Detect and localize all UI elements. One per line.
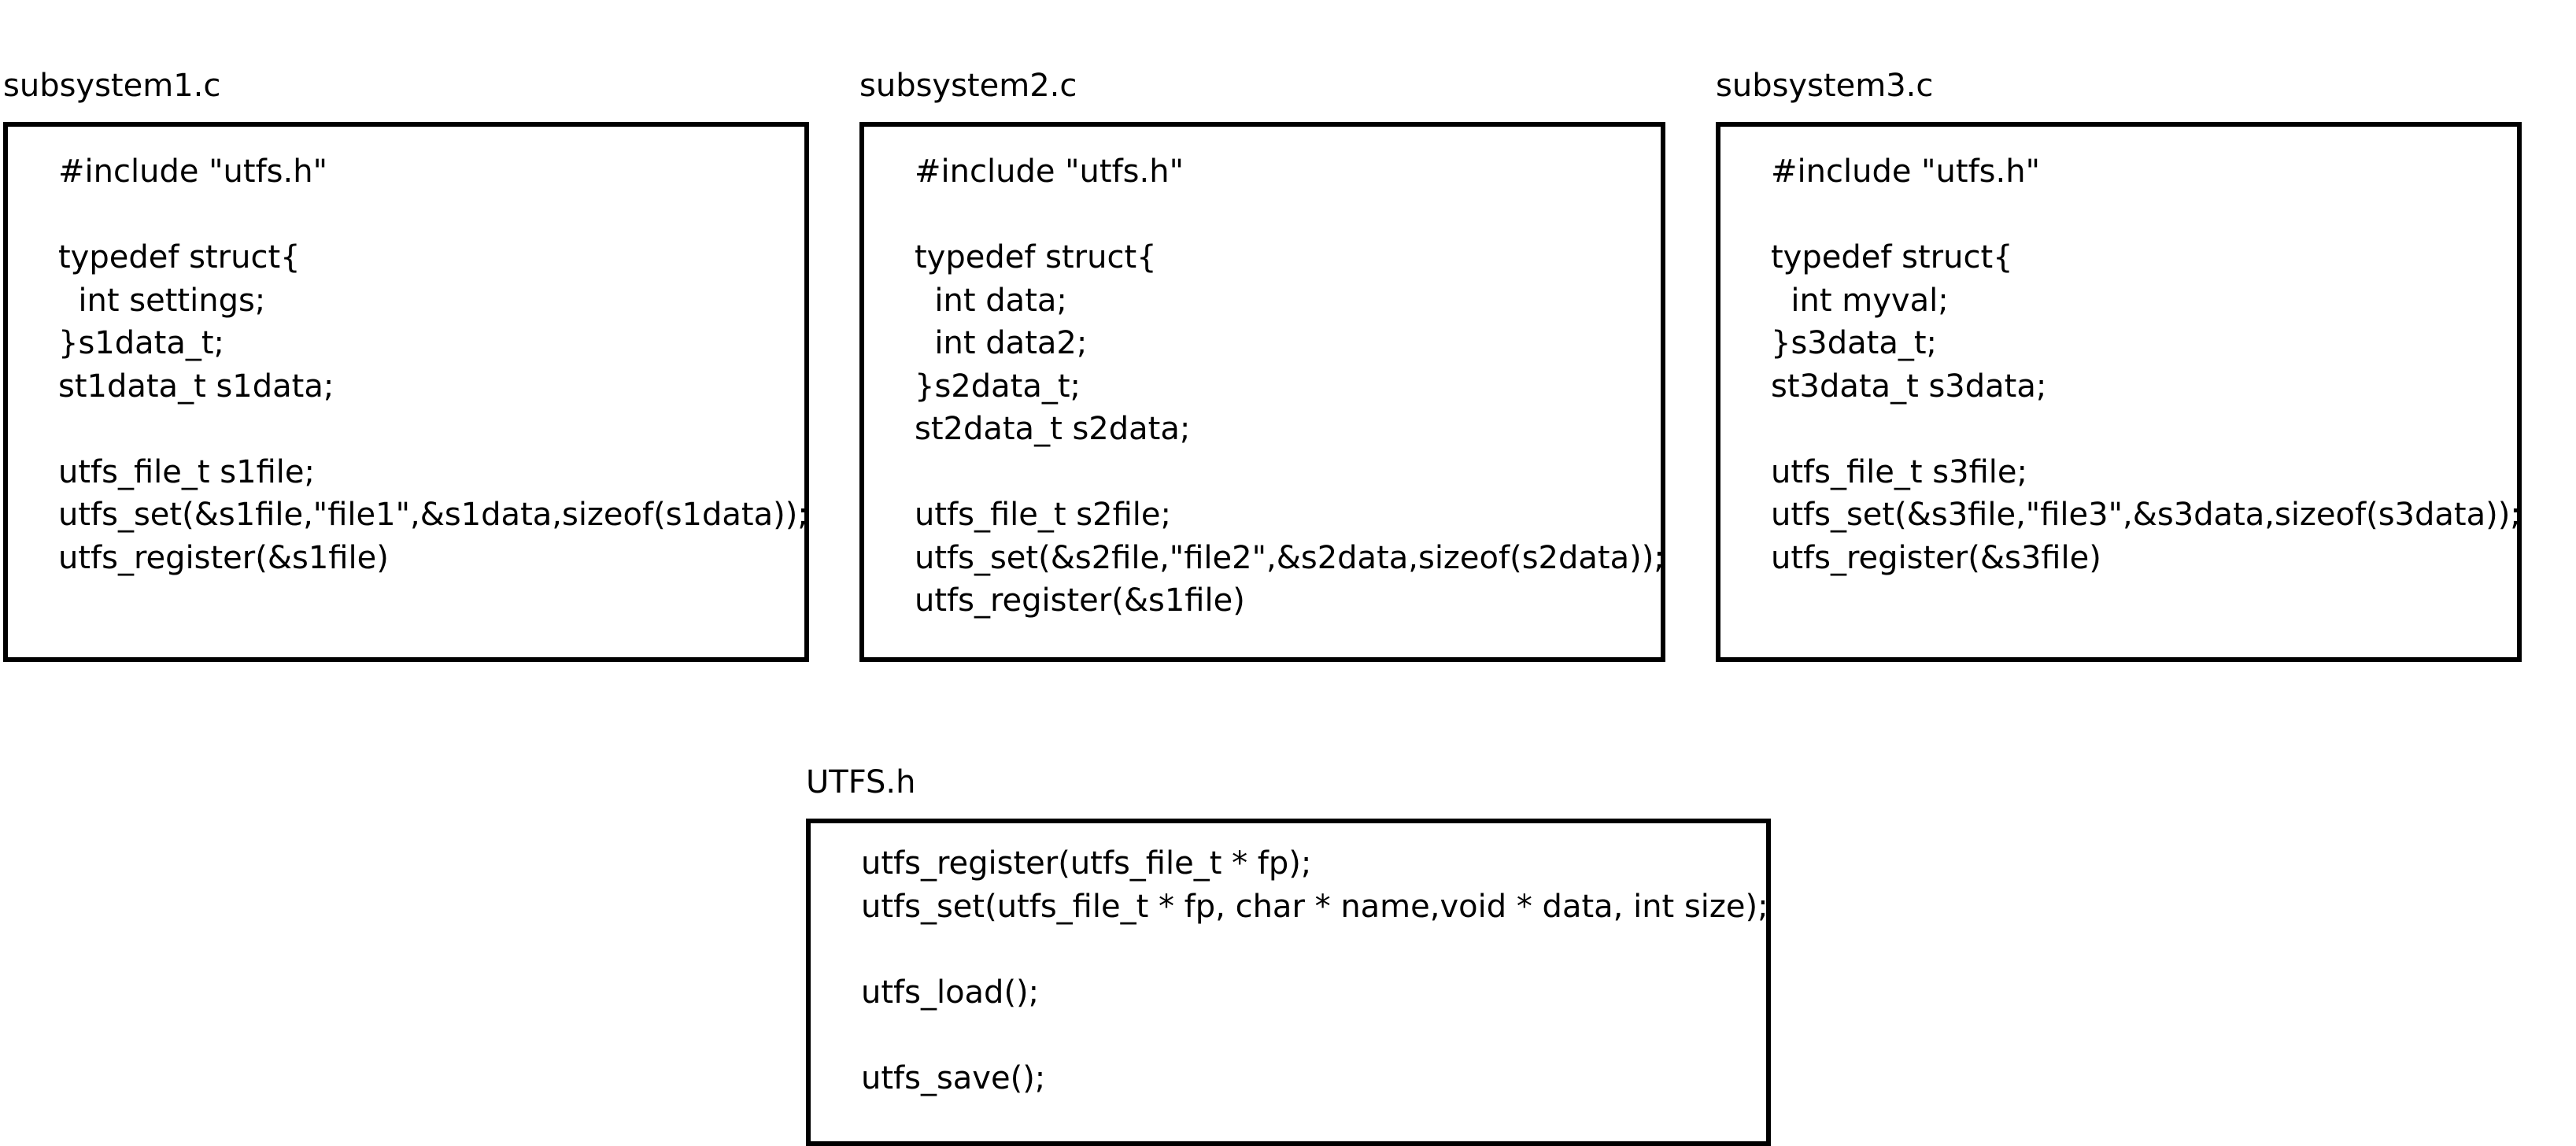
- subsystem2-code: #include "utfs.h" typedef struct{ int dat…: [915, 150, 1665, 623]
- code-line: int settings;: [58, 282, 266, 319]
- code-line: utfs_register(&s1file): [915, 582, 1245, 619]
- utfs-header-code-box: utfs_register(utfs_file_t * fp); utfs_set…: [806, 819, 1771, 1146]
- code-line: utfs_set(&s3file,"file3",&s3data,sizeof(…: [1771, 497, 2521, 533]
- code-line: utfs_load();: [861, 974, 1040, 1011]
- subsystem3-code: #include "utfs.h" typedef struct{ int myv…: [1771, 150, 2521, 579]
- code-line: }s3data_t;: [1771, 325, 1937, 361]
- subsystem2-title: subsystem2.c: [859, 68, 1077, 104]
- code-line: #include "utfs.h": [1771, 153, 2040, 190]
- code-line: utfs_save();: [861, 1059, 1046, 1096]
- code-line: utfs_set(utfs_file_t * fp, char * name,v…: [861, 888, 1768, 925]
- code-line: }s1data_t;: [58, 325, 224, 361]
- subsystem3-code-box: #include "utfs.h" typedef struct{ int myv…: [1716, 122, 2522, 662]
- subsystem1-code: #include "utfs.h" typedef struct{ int set…: [58, 150, 808, 579]
- code-line: }s2data_t;: [915, 368, 1081, 405]
- code-line: [1771, 408, 2521, 451]
- subsystem3-title: subsystem3.c: [1716, 68, 1934, 104]
- code-line: utfs_set(&s2file,"file2",&s2data,sizeof(…: [915, 539, 1665, 576]
- code-line: typedef struct{: [915, 239, 1157, 275]
- code-line: #include "utfs.h": [58, 153, 327, 190]
- code-line: utfs_register(&s3file): [1771, 539, 2101, 576]
- subsystem2-code-box: #include "utfs.h" typedef struct{ int dat…: [859, 122, 1665, 662]
- code-line: [58, 408, 808, 451]
- code-line: #include "utfs.h": [915, 153, 1184, 190]
- code-line: [915, 194, 1665, 237]
- code-line: [915, 451, 1665, 494]
- subsystem1-code-box: #include "utfs.h" typedef struct{ int set…: [3, 122, 809, 662]
- code-line: utfs_register(&s1file): [58, 539, 389, 576]
- code-line: st1data_t s1data;: [58, 368, 334, 405]
- code-line: utfs_file_t s3file;: [1771, 453, 2027, 490]
- code-line: typedef struct{: [1771, 239, 2013, 275]
- code-line: [1771, 194, 2521, 237]
- code-line: utfs_set(&s1file,"file1",&s1data,sizeof(…: [58, 497, 808, 533]
- code-line: int data;: [915, 282, 1067, 319]
- code-line: st2data_t s2data;: [915, 411, 1191, 447]
- utfs-header-code: utfs_register(utfs_file_t * fp); utfs_set…: [861, 842, 1768, 1100]
- code-line: st3data_t s3data;: [1771, 368, 2047, 405]
- code-line: int data2;: [915, 325, 1088, 361]
- code-line: [861, 1014, 1768, 1057]
- code-line: utfs_register(utfs_file_t * fp);: [861, 845, 1312, 882]
- subsystem1-title: subsystem1.c: [3, 68, 221, 104]
- code-line: utfs_file_t s2file;: [915, 497, 1171, 533]
- code-line: [861, 928, 1768, 971]
- code-line: utfs_file_t s1file;: [58, 453, 315, 490]
- code-line: [58, 194, 808, 237]
- code-line: int myval;: [1771, 282, 1949, 319]
- code-line: typedef struct{: [58, 239, 301, 275]
- utfs-header-title: UTFS.h: [806, 764, 916, 800]
